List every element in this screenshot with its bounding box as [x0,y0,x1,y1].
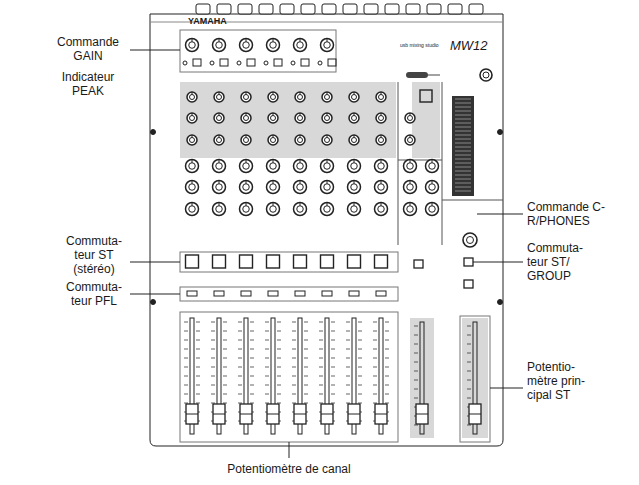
st-group-switch [464,258,473,266]
fader-box [180,312,398,442]
mixer-body [150,14,503,446]
callout-label: Commande GAIN [50,35,126,63]
brand-logo: YAMAHA [188,16,258,27]
callout-label: Commande C- R/PHONES [527,200,617,228]
callout-label: Indicateur PEAK [50,70,126,98]
leader-lines [130,50,523,458]
callout-label: Commuta- teur ST (stéréo) [62,234,126,276]
level-meter [452,96,474,196]
callout-label: Potentiomètre de canal [189,462,389,476]
pfl-box [180,287,398,301]
callout-label: Commuta- teur PFL [62,280,126,308]
callout-label: Commuta- teur ST/ GROUP [527,241,597,283]
callout-label: Potentio- mètre prin- cipal ST [527,360,599,402]
model-logo: MW12 [450,38,490,53]
gain-box [180,30,336,72]
st-switch-box [180,252,398,272]
cr-phones-knob [463,233,477,247]
main-fader-box [460,316,490,442]
